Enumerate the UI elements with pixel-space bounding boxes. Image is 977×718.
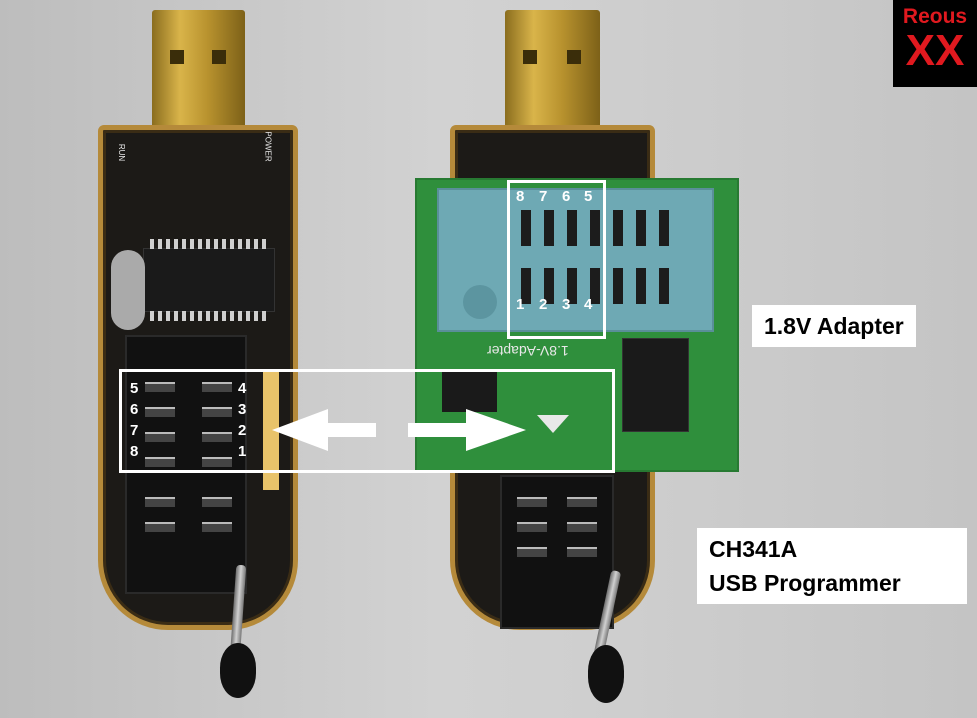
left-socket-pin: 7 (130, 422, 139, 439)
left-socket-pin: 6 (130, 401, 139, 418)
adapter-bottom-pin: 1 (516, 296, 525, 313)
crystal (111, 250, 145, 330)
jumper-header (263, 370, 279, 490)
adapter-top-pin: 6 (562, 188, 571, 205)
voltage-regulator (442, 370, 497, 412)
run-silkscreen-left: RUN (117, 143, 127, 162)
soic-socket-right (500, 475, 614, 629)
right-socket-pin: 2 (238, 422, 247, 439)
logo-line2: XX (905, 26, 965, 75)
adapter-top-pin: 7 (539, 188, 548, 205)
right-arrow-icon (408, 409, 526, 451)
adapter-chip (622, 338, 689, 432)
adapter-pin-frame (507, 180, 606, 339)
adapter-bottom-pin: 2 (539, 296, 548, 313)
logo-line1: Reous (902, 5, 968, 28)
programmer-label-line2: USB Programmer (709, 570, 901, 596)
right-socket-pin: 3 (238, 401, 247, 418)
zif-socket[interactable] (437, 188, 714, 332)
zif-lever-knob[interactable] (463, 285, 497, 319)
adapter-top-pin: 8 (516, 188, 525, 205)
left-arrow-icon (272, 409, 376, 451)
usb-plug-right (505, 10, 600, 135)
adapter-top-pin: 5 (584, 188, 593, 205)
adapter-label: 1.8V Adapter (752, 305, 916, 347)
programmer-label: CH341A USB Programmer (697, 528, 967, 604)
left-socket-pin: 8 (130, 443, 139, 460)
right-socket-pin: 1 (238, 443, 247, 460)
ch341a-chip (143, 239, 275, 321)
usb-plug-left (152, 10, 245, 135)
adapter-silkscreen: 1.8V-Adapter (487, 343, 569, 359)
adapter-bottom-pin: 3 (562, 296, 571, 313)
power-silkscreen-left: POWER (263, 131, 273, 162)
lever-knob-right[interactable] (588, 645, 624, 703)
watermark-logo: Reous XX (893, 0, 977, 87)
programmer-label-line1: CH341A (709, 536, 798, 562)
soic-socket-left (125, 335, 247, 594)
adapter-bottom-pin: 4 (584, 296, 593, 313)
lever-knob-left[interactable] (220, 643, 256, 698)
down-arrow-silkscreen (537, 415, 569, 433)
right-socket-pin: 4 (238, 380, 247, 397)
socket-pin-frame (119, 369, 615, 473)
programmer-board-left: POWER RUN (98, 125, 298, 630)
left-socket-pin: 5 (130, 380, 139, 397)
